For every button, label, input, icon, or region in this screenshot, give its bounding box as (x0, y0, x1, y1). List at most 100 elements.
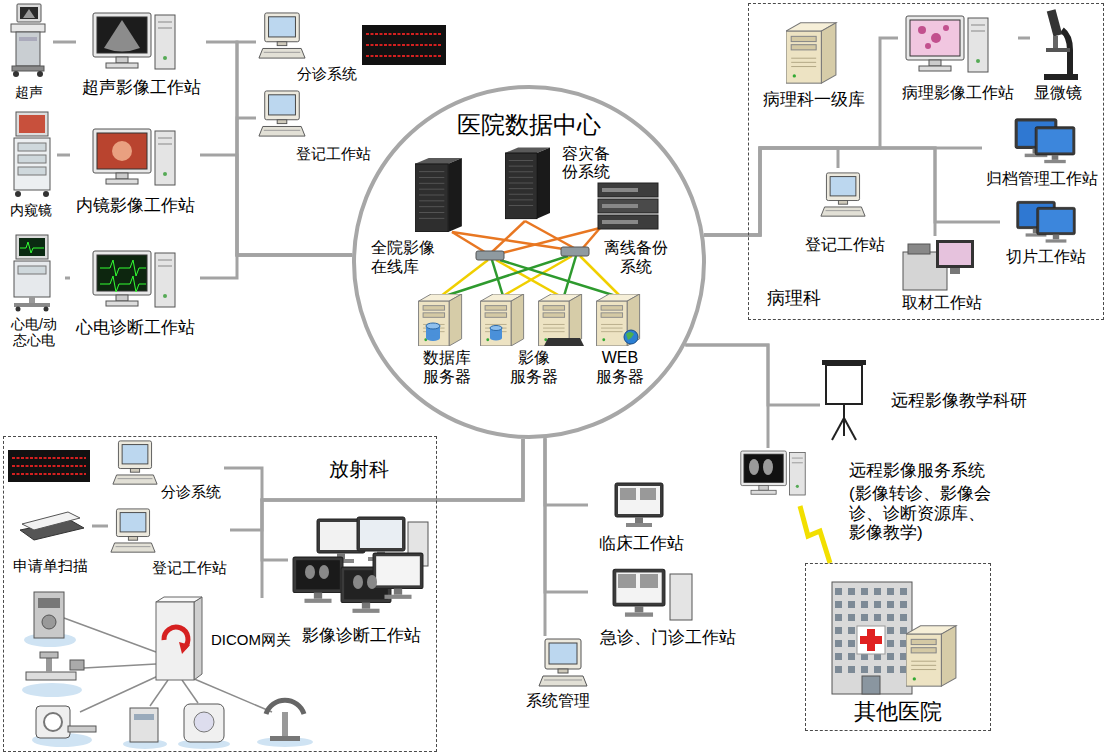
imaging-equipment (22, 683, 82, 697)
admin-workstation: 系统管理 (515, 636, 601, 712)
node-label: 远程影像教学科研 (891, 391, 1027, 411)
database-cylinder (426, 323, 440, 329)
ultrasound-device: 超声 (5, 2, 53, 102)
ecg-trace (100, 260, 146, 292)
registration-workstation: 登记工作站 (800, 168, 890, 256)
node-label: 内窥镜 (10, 202, 52, 218)
backup-rack (598, 183, 658, 229)
pathology-image (931, 33, 941, 43)
backup-rack (598, 199, 658, 213)
dicom-gateway (156, 602, 194, 680)
network-link (704, 148, 935, 236)
node-label: 超声影像工作站 (82, 78, 201, 98)
network-link (224, 439, 523, 500)
led-display (8, 450, 90, 482)
network-link (704, 38, 898, 235)
ecg-cart (19, 238, 45, 256)
network-link (685, 345, 768, 448)
dicom-gateway (194, 597, 202, 680)
node-label: 病理影像工作站 (902, 84, 1014, 102)
node-label: 分诊系统 (297, 65, 357, 82)
fiber-link (525, 221, 574, 248)
remote-workstation-icon (741, 451, 805, 495)
department-region: 放射科分诊系统申请单扫描登记工作站DICOM网关影像诊断工作站 (3, 436, 437, 752)
data-center-circle: 医院数据中心全院影像 在线库容灾备 份系统离线备份 系统数据库 服务器影像 服务… (352, 85, 706, 439)
backup-rack (598, 215, 658, 229)
ultrasound-image (104, 20, 140, 52)
workstation: 病理影像工作站 (898, 12, 1018, 104)
server: 数据库 服务器 (414, 292, 480, 388)
server: 影像 服务器 (482, 292, 586, 388)
node-label: 登记工作站 (805, 236, 885, 254)
pathology-workstation-icon (906, 16, 988, 72)
node-label: 系统管理 (526, 692, 590, 710)
network-link (57, 154, 70, 157)
database-cylinder (426, 323, 502, 341)
endoscope-cart (18, 167, 46, 175)
node-label: 容灾备 份系统 (562, 145, 612, 182)
led-display (366, 55, 442, 57)
remote-service: 远程影像服务系统(影像转诊、影像会 诊、诊断资源库、 影像教学) (738, 448, 808, 506)
ecg-cart (20, 242, 44, 253)
network-link (545, 438, 588, 505)
ultrasound-machine (19, 37, 37, 41)
registration-computer (821, 173, 865, 216)
endoscope-cart (19, 115, 45, 133)
node-label: 数据库 服务器 (422, 349, 472, 386)
storage-server: 离线备份 系统 (596, 180, 676, 278)
ecg-cart (18, 266, 46, 274)
xray-image (749, 459, 759, 475)
imaging-equipment (68, 726, 96, 732)
ecg-cart (14, 261, 50, 297)
admin-computer (539, 639, 587, 686)
dicom-gateway (156, 597, 202, 602)
network-link (237, 118, 352, 255)
emergency-tower (670, 574, 692, 620)
triage-system: 分诊系统 (108, 438, 224, 502)
led-display (12, 473, 86, 475)
diagnosis-monitors (293, 557, 343, 603)
fiber-link (445, 256, 568, 296)
imaging-equipment (36, 706, 70, 738)
node-label: 离线备份 系统 (601, 239, 671, 276)
node-label: 登记工作站 (152, 559, 227, 576)
imaging-equipment (40, 652, 58, 658)
equipment-link (150, 680, 168, 706)
network-link (545, 438, 588, 592)
disaster-backup-tower (505, 147, 550, 218)
fiber-link (445, 256, 616, 296)
equipment-link (80, 676, 158, 712)
grossing-station (903, 240, 974, 290)
backup-rack (602, 204, 638, 208)
diagnosis-monitors (367, 575, 377, 589)
microscope (1044, 74, 1078, 80)
node-label: DICOM网关 (211, 631, 291, 648)
database-server-icon (419, 294, 462, 346)
workstation: 急诊、门诊工作站 (588, 566, 748, 650)
node-label: 超声 (15, 84, 43, 100)
hospital-server (906, 626, 956, 686)
hospital-building (832, 582, 912, 694)
registration-computer (259, 91, 305, 136)
endoscope-cart (16, 112, 48, 136)
workstation: 影像诊断工作站 (288, 512, 434, 648)
endoscope-cart (18, 143, 46, 151)
xray-image (763, 459, 773, 475)
ecg-trace (100, 276, 146, 292)
web-server-icon (597, 294, 640, 346)
led-display (12, 457, 86, 459)
ultrasound-machine (20, 7, 38, 19)
node-label: 心电/动 态心电 (7, 316, 60, 348)
imaging-equipment (42, 615, 56, 629)
image-server-icon (481, 294, 524, 346)
network-link (262, 439, 523, 598)
led-display (366, 44, 442, 46)
pathology-storage-server (786, 23, 836, 83)
endoscope-cart (18, 155, 46, 163)
network-switch (476, 247, 589, 260)
node-label: 远程影像服务系统 (849, 461, 985, 481)
scanner-device: 申请单扫描 (8, 504, 92, 576)
projection-screen (844, 418, 856, 440)
ecg-cart (14, 235, 50, 312)
document-scanner (22, 512, 80, 530)
